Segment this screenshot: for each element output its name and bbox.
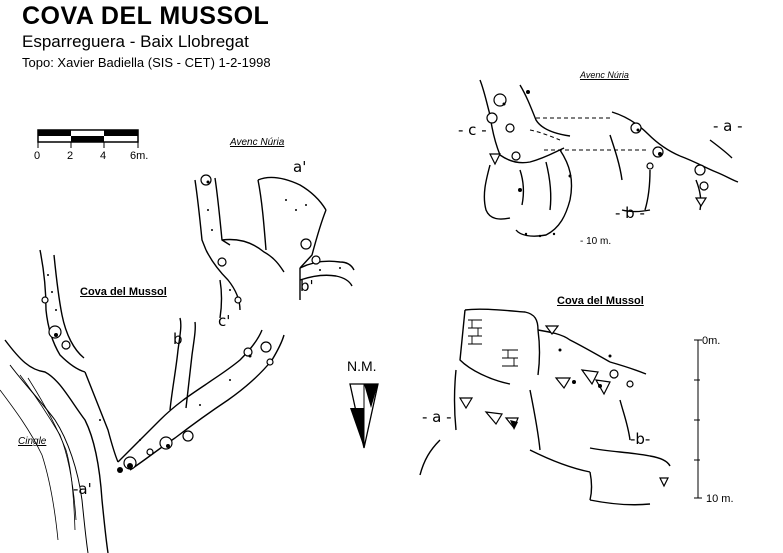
section-avenc-mark-c: - c - [458, 121, 487, 139]
scale-tick-6: 6m. [130, 150, 149, 162]
north-arrow-label: N.M. [347, 358, 377, 374]
scale-bar [37, 129, 139, 148]
plan-mark-a-entrance: -a' [73, 480, 92, 498]
plan-cova-label: Cova del Mussol [80, 286, 167, 298]
section-avenc-label: Avenc Núria [580, 70, 629, 80]
plan-mark-b-lower: b [173, 330, 183, 348]
section-avenc-mark-a: - a - [713, 117, 743, 135]
north-arrow-icon [349, 383, 379, 449]
scale-tick-2: 2 [67, 150, 74, 162]
plan-mark-c: c' [218, 312, 231, 330]
section-avenc-mark-b: - b - [615, 204, 645, 222]
depth-bottom-label: 10 m. [706, 493, 734, 505]
depth-top-label: 0m. [702, 335, 721, 347]
section-cova-label: Cova del Mussol [557, 295, 644, 307]
plan-avenc-label: Avenc Núria [230, 137, 285, 148]
survey-credit: Topo: Xavier Badiella (SIS - CET) 1-2-19… [22, 55, 271, 70]
plan-mark-b: b' [300, 277, 314, 295]
cova-section-drawing [419, 308, 702, 506]
section-cova-mark-b: -b- [630, 430, 651, 448]
plan-mark-a: a' [293, 158, 307, 176]
map-subtitle: Esparreguera - Baix Llobregat [22, 32, 249, 51]
avenc-section-drawing [479, 79, 739, 238]
cingle-label: Cingle [18, 436, 47, 447]
scale-tick-4: 4 [100, 150, 107, 162]
section-cova-mark-a: - a - [422, 408, 452, 426]
scale-tick-0: 0 [34, 150, 41, 162]
section-avenc-depth: - 10 m. [580, 236, 612, 247]
map-title: COVA DEL MUSSOL [22, 2, 270, 30]
